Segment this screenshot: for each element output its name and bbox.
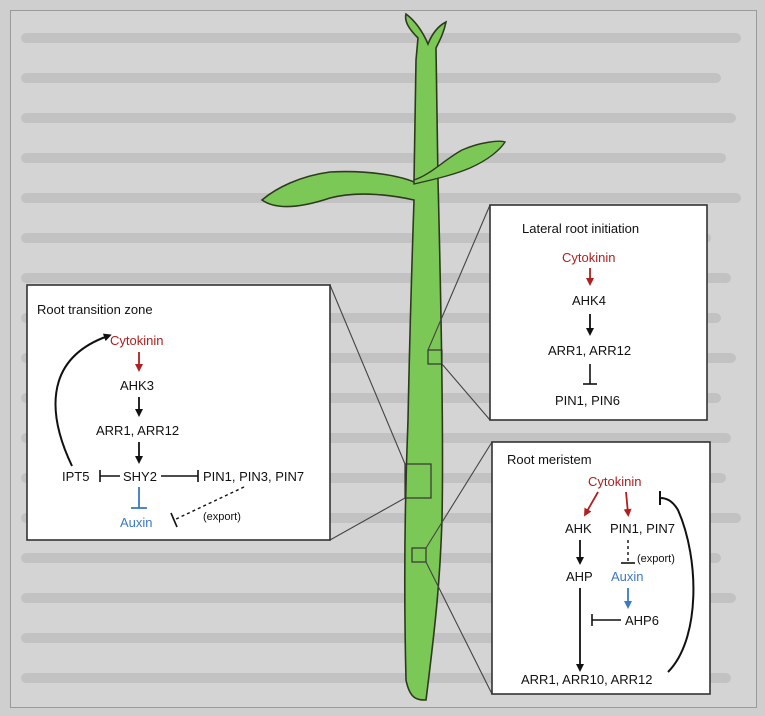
transition-pins: PIN1, PIN3, PIN7 (203, 469, 304, 484)
meristem-title: Root meristem (507, 452, 592, 467)
lateral-cytokinin: Cytokinin (562, 250, 615, 265)
transition-ipt5: IPT5 (62, 469, 89, 484)
meristem-cytokinin: Cytokinin (588, 474, 641, 489)
transition-auxin: Auxin (120, 515, 153, 530)
meristem-export: (export) (637, 553, 675, 565)
lateral-ahk4: AHK4 (572, 293, 606, 308)
meristem-ahp: AHP (566, 569, 593, 584)
meristem-pins: PIN1, PIN7 (610, 521, 675, 536)
transition-cytokinin: Cytokinin (110, 333, 163, 348)
transition-title: Root transition zone (37, 302, 153, 317)
transition-shy2: SHY2 (123, 469, 157, 484)
meristem-auxin: Auxin (611, 569, 644, 584)
meristem-ahp6: AHP6 (625, 613, 659, 628)
meristem-ahk: AHK (565, 521, 592, 536)
panel-lateral-root-initiation (490, 205, 707, 420)
lateral-title: Lateral root initiation (522, 221, 639, 236)
lateral-arr: ARR1, ARR12 (548, 343, 631, 358)
meristem-arr: ARR1, ARR10, ARR12 (521, 672, 653, 687)
transition-export: (export) (203, 511, 241, 523)
transition-ahk3: AHK3 (120, 378, 154, 393)
lateral-pins: PIN1, PIN6 (555, 393, 620, 408)
panel-root-transition-zone (27, 285, 330, 540)
transition-arr: ARR1, ARR12 (96, 423, 179, 438)
